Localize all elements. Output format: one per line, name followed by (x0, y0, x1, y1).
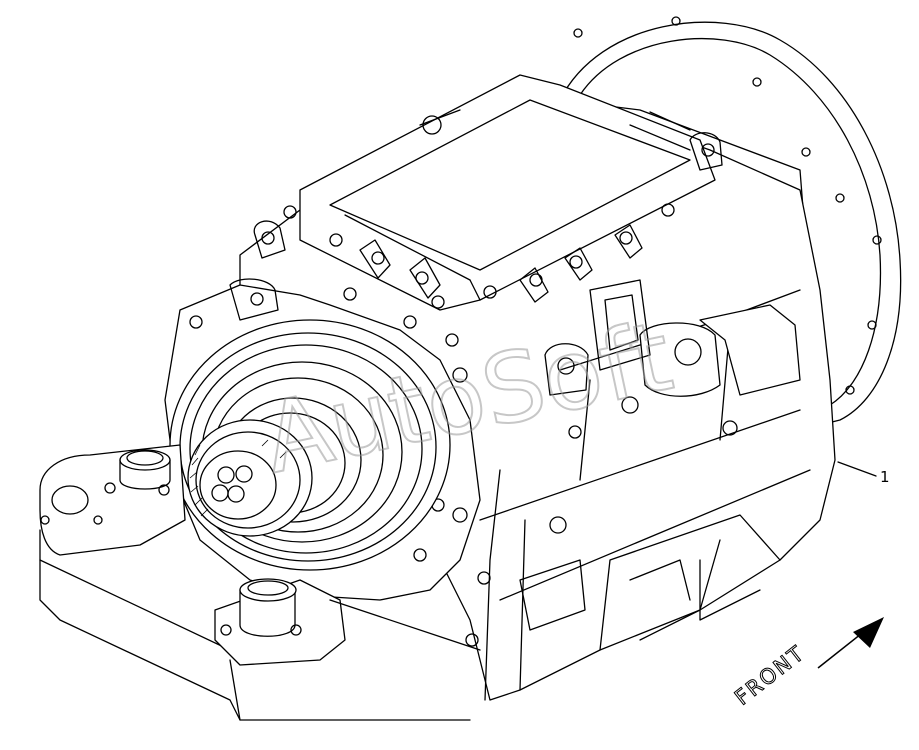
mount-bracket-left (39, 444, 471, 721)
front-arrow: FRONT (730, 617, 884, 710)
callout-1-leader (837, 461, 877, 477)
front-label: FRONT (730, 641, 809, 710)
top-side-covers (544, 279, 801, 397)
top-cover (253, 74, 723, 383)
callout-1-label: 1 (880, 468, 890, 486)
output-flange (169, 319, 451, 571)
mount-bracket-right (214, 578, 481, 721)
